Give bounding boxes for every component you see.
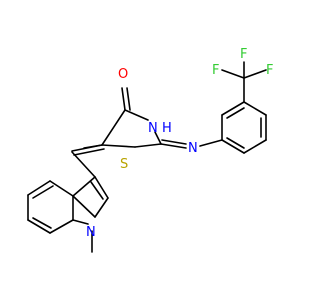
thiazolidinone-ring [83,87,162,149]
atom-H-ring: H [162,121,172,136]
atom-F1: F [212,63,219,78]
atom-O: O [118,67,128,82]
atom-N-ring: N [148,121,158,136]
atom-F3: F [240,47,247,62]
phenyl-ring [221,101,267,154]
molecule-structure: O N H S N N F F F [27,47,273,253]
methylidene-bridge [71,144,105,156]
atom-S: S [120,157,128,172]
atom-F2: F [266,63,273,78]
indole-system [27,151,109,253]
imine-link [160,139,223,149]
atom-N-imine: N [188,141,198,156]
trifluoromethyl-group [221,61,267,103]
atom-N-indole: N [86,225,96,240]
